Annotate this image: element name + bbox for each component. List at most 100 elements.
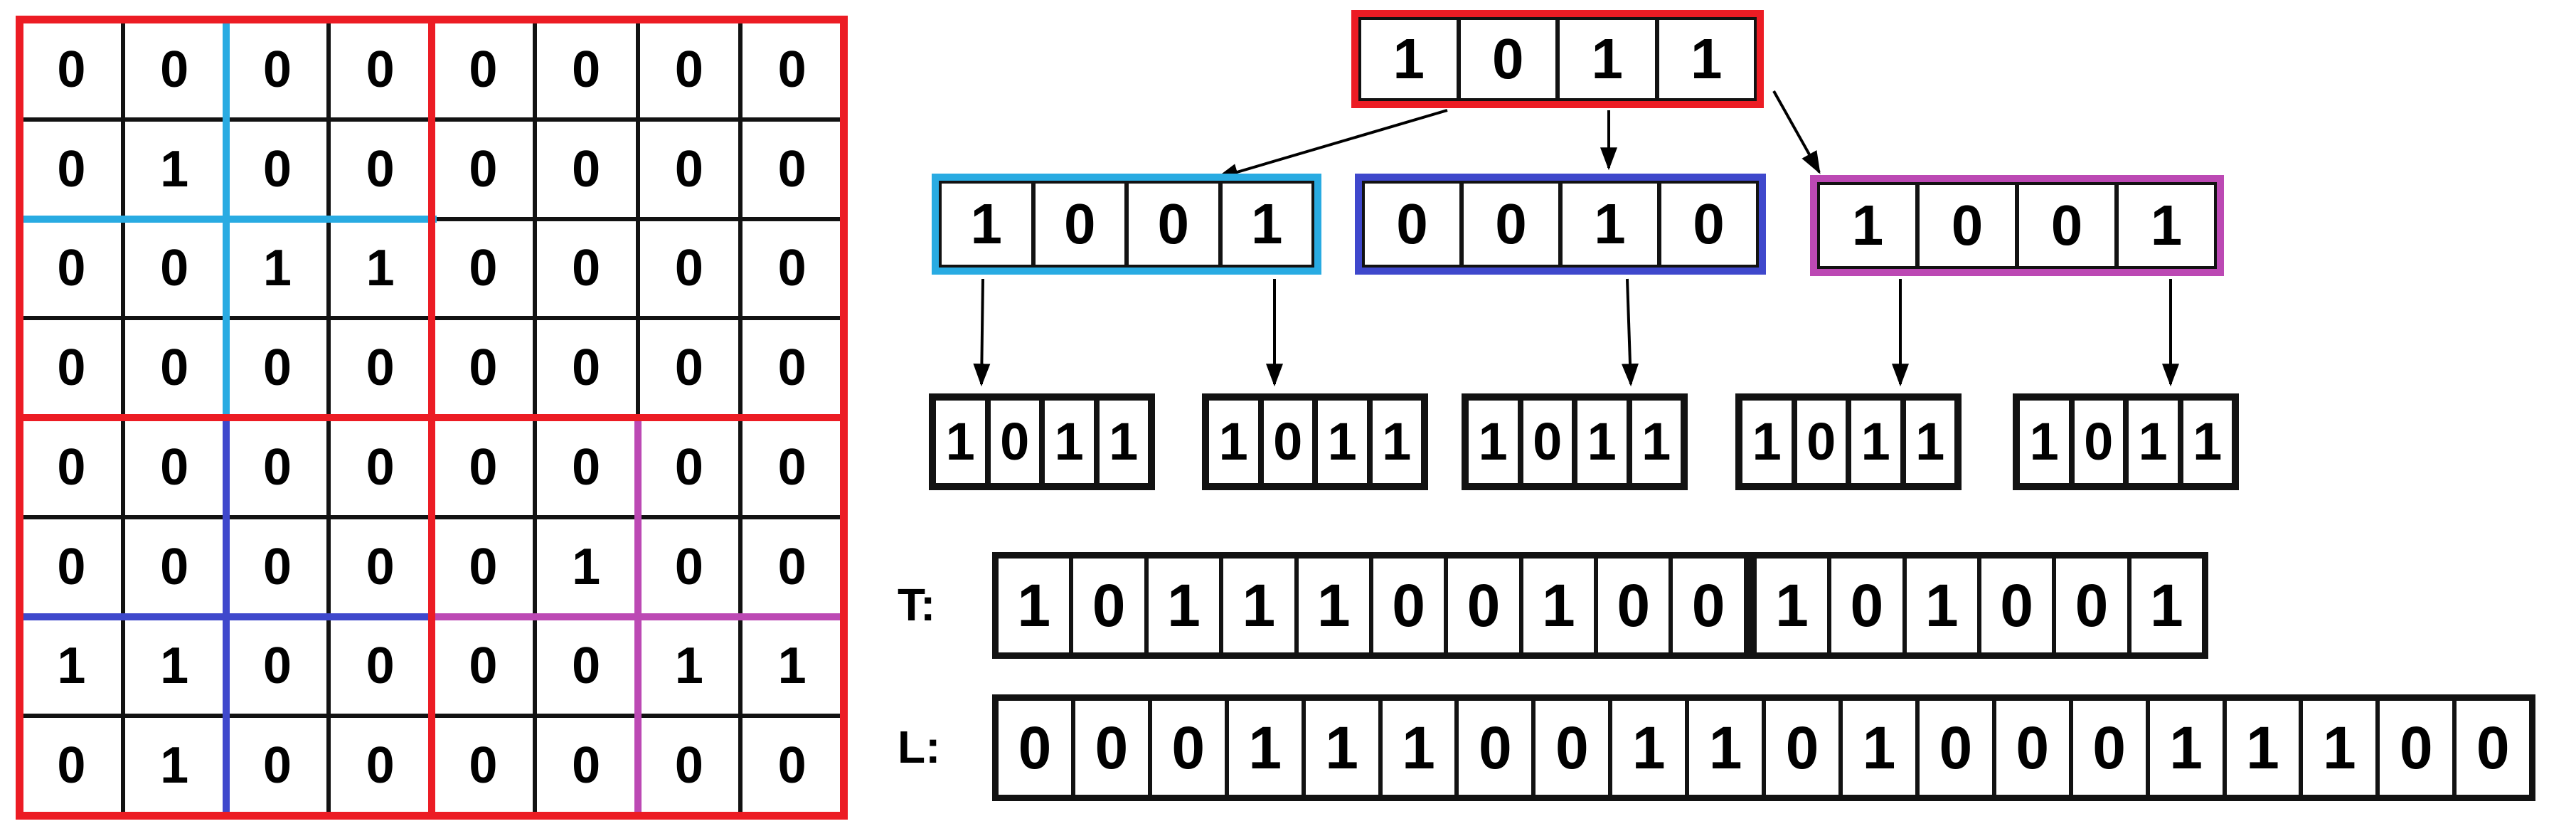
matrix-cell: 0: [740, 218, 843, 319]
leaf-bit: 1: [2177, 401, 2232, 483]
matrix-cell: 0: [637, 218, 741, 319]
matrix-cell: 0: [122, 218, 226, 319]
tree-node-bit: 0: [1915, 185, 2015, 266]
matrix-cell: 0: [740, 318, 843, 418]
t-array-label: T:: [898, 579, 936, 630]
bitmap-bit: 0: [1531, 701, 1609, 795]
bitmap-bit: 0: [1762, 701, 1838, 795]
matrix-cell: 0: [534, 119, 638, 219]
tree-node-bit: 1: [1555, 20, 1655, 98]
matrix-cell: 0: [432, 318, 535, 418]
matrix-cell: 0: [329, 418, 432, 517]
matrix-cell: 0: [329, 318, 432, 418]
matrix-cell: 0: [329, 716, 432, 815]
matrix-cell: 0: [20, 318, 123, 418]
tree-node-bit: 0: [1456, 20, 1555, 98]
matrix-cell: 0: [329, 517, 432, 617]
leaf-bit: 1: [1039, 401, 1094, 483]
bitmap-bit: 0: [1991, 701, 2069, 795]
matrix-cell: 0: [122, 318, 226, 418]
leaf-bit: 1: [1900, 401, 1954, 483]
matrix-cell: 1: [329, 218, 432, 319]
matrix-cell: 1: [637, 616, 741, 716]
bitmap-bit: 0: [2052, 559, 2127, 652]
matrix-cell: 0: [534, 20, 638, 120]
matrix-cell: 0: [122, 517, 226, 617]
bitmap-bit: 1: [1219, 559, 1294, 652]
matrix-cell: 1: [225, 218, 329, 319]
l-array-label: L:: [898, 721, 941, 773]
tree-node-bit: 0: [1657, 184, 1756, 265]
matrix-cell: 0: [225, 517, 329, 617]
matrix-cell: 0: [225, 616, 329, 716]
bitmap-bit: 0: [999, 701, 1071, 795]
tree-node-bit: 1: [1654, 20, 1754, 98]
matrix-cell: 0: [122, 20, 226, 120]
matrix-cell: 0: [432, 119, 535, 219]
matrix-cell: 1: [122, 616, 226, 716]
bitmap-bit: 1: [1685, 701, 1762, 795]
bitmap-bit: 1: [2222, 701, 2299, 795]
leaf-bit: 1: [2020, 401, 2069, 483]
bitmap-bit: 1: [1378, 701, 1455, 795]
matrix-cell: 1: [740, 616, 843, 716]
bitmap-bit: 0: [1070, 701, 1148, 795]
bitmap-bit: 1: [1301, 701, 1378, 795]
tree-node-bit: 0: [2015, 185, 2114, 266]
matrix-cell: 0: [225, 318, 329, 418]
matrix-cell: 0: [637, 716, 741, 815]
bitmap-bit: 0: [1454, 701, 1532, 795]
matrix-cell: 0: [637, 517, 741, 617]
bitmap-bit: 1: [1518, 559, 1594, 652]
bitmap-bit: 1: [1838, 701, 1915, 795]
leaf-bit: 1: [1846, 401, 1900, 483]
leaf-bit: 1: [1209, 401, 1258, 483]
matrix-cell: 0: [740, 517, 843, 617]
leaf-bit: 1: [1626, 401, 1681, 483]
matrix-cell: 0: [432, 218, 535, 319]
matrix-cell: 0: [225, 716, 329, 815]
leaf-bit: 1: [1469, 401, 1518, 483]
bitmap-bit: 1: [999, 559, 1070, 652]
bitmap-bit: 1: [2145, 701, 2223, 795]
bitmap-bit: 0: [2375, 701, 2453, 795]
matrix-cell: 0: [225, 20, 329, 120]
tree-node-bit: 1: [1820, 185, 1915, 266]
bitmap-bit: 1: [1902, 559, 1977, 652]
bitmap-bit: 0: [1069, 559, 1144, 652]
matrix-cell: 0: [432, 716, 535, 815]
tree-node-bit: 1: [2114, 185, 2214, 266]
matrix-cell: 0: [225, 418, 329, 517]
bitmap-bit: 0: [1368, 559, 1444, 652]
bitmap-bit: 0: [1147, 701, 1225, 795]
matrix-cell: 0: [329, 20, 432, 120]
matrix-cell: 0: [20, 418, 123, 517]
matrix-cell: 0: [329, 616, 432, 716]
matrix-cell: 0: [740, 716, 843, 815]
leaf-bit: 1: [1742, 401, 1792, 483]
bitmap-bit: 0: [1827, 559, 1902, 652]
leaf-bit: 1: [1572, 401, 1627, 483]
bitmap-bit: 1: [2127, 559, 2202, 652]
matrix-cell: 0: [20, 119, 123, 219]
matrix-cell: 0: [740, 418, 843, 517]
matrix-cell: 0: [534, 418, 638, 517]
tree-node-bit: 0: [1031, 184, 1124, 265]
matrix-cell: 0: [432, 517, 535, 617]
matrix-cell: 0: [432, 20, 535, 120]
matrix-cell: 0: [740, 119, 843, 219]
matrix-cell: 1: [122, 119, 226, 219]
bitmap-bit: 0: [2452, 701, 2530, 795]
leaf-bit: 0: [1257, 401, 1312, 483]
leaf-bit: 0: [1791, 401, 1846, 483]
